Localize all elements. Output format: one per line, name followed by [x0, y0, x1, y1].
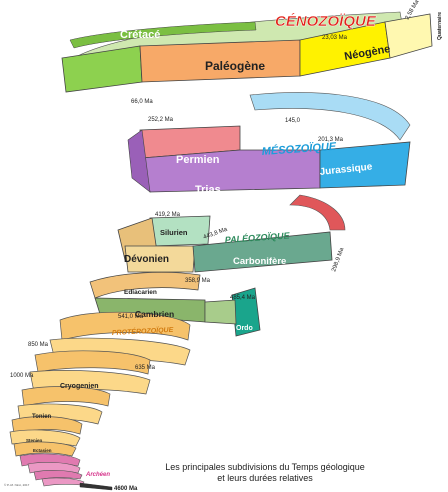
archeen-tail — [79, 482, 113, 491]
era-label-cenozoique: CÉNOZOÏQUE — [275, 13, 377, 30]
period-label-devonien: Dévonien — [124, 254, 169, 265]
caption-line-1: Les principales subdivisions du Temps gé… — [165, 462, 365, 472]
period-label-ectasien: Ectasien — [33, 448, 52, 453]
age-label-252-2: 252,2 Ma — [148, 117, 174, 123]
coil-ectasien — [13, 441, 77, 457]
band-carbonifere — [192, 231, 333, 273]
period-label-stenien: Stenien — [26, 438, 43, 443]
period-label-quaternaire: Quaternaire — [437, 12, 443, 40]
band-ediacarien — [89, 272, 201, 299]
period-label-tonien: Tonien — [32, 414, 52, 420]
period-label-cretace: Crétacé — [120, 29, 160, 41]
band-cretace-top — [69, 21, 257, 49]
age-label-541: 541,0 Ma — [118, 314, 144, 320]
mesozoic-back-arc — [249, 92, 411, 141]
band-jurassique — [319, 141, 411, 189]
period-label-cryogenien: Cryogenien — [60, 383, 99, 390]
era-label-paleozoique: PALÉOZOÏQUE — [224, 230, 290, 245]
band-cambrien-tail — [204, 299, 237, 325]
period-label-ordovicien: Ordo — [236, 325, 253, 332]
copyright-note: © P.-M. Nirot, 2017 — [4, 483, 30, 487]
cambrian-ribbon — [89, 272, 237, 325]
band-devonien-front — [124, 245, 196, 273]
band-cretace — [61, 45, 143, 93]
coil-proterozoic-2 — [34, 350, 151, 375]
band-permien-edge — [127, 129, 151, 193]
age-label-635: 635 Ma — [135, 365, 156, 371]
caption-line-2: et leurs durées relatives — [217, 473, 313, 483]
period-label-silurien: Silurien — [160, 228, 188, 237]
paleozoic-back-arc — [289, 194, 346, 231]
age-label-66: 66,0 Ma — [131, 99, 153, 105]
age-label-4600: 4600 Ma — [114, 486, 138, 492]
age-label-358-9: 358,9 Ma — [185, 278, 211, 284]
age-label-485-4: 485,4 Ma — [230, 295, 256, 301]
era-label-mesozoique: MÉSOZOÏQUE — [261, 140, 337, 158]
age-label-145: 145,0 — [285, 118, 301, 124]
proterozoic-ribbon — [9, 311, 191, 457]
coil-proterozoic-3 — [21, 386, 111, 407]
age-label-419-2: 419,2 Ma — [155, 212, 181, 218]
cenozoic-ribbon — [61, 11, 433, 93]
period-label-trias: Trias — [195, 184, 221, 196]
age-label-298-9: 298,9 Ma — [331, 247, 345, 273]
figure-caption: Les principales subdivisions du Temps gé… — [150, 462, 380, 484]
archean-ribbon — [19, 453, 113, 491]
paleozoic-ribbon — [117, 194, 346, 337]
period-label-paleogene: Paléogène — [205, 59, 265, 73]
band-trias — [141, 149, 321, 193]
period-label-permien: Permien — [176, 154, 220, 166]
era-label-archeen: Archéen — [85, 472, 110, 478]
age-label-850: 850 Ma — [28, 342, 49, 348]
mesozoic-ribbon — [127, 92, 411, 193]
period-label-carbonifere: Carbonifère — [233, 256, 286, 267]
age-label-1000: 1000 Ma — [10, 373, 34, 379]
period-label-ediacarien: Ediacarien — [124, 289, 157, 296]
coil-proterozoic-1 — [59, 311, 191, 341]
age-label-201-3: 201,3 Ma — [318, 137, 344, 143]
age-label-23-03: 23,03 Ma — [322, 35, 348, 41]
band-quaternaire — [384, 13, 433, 59]
coil-archeen-4 — [41, 477, 85, 487]
period-label-cambrien: Cambrien — [135, 309, 174, 319]
